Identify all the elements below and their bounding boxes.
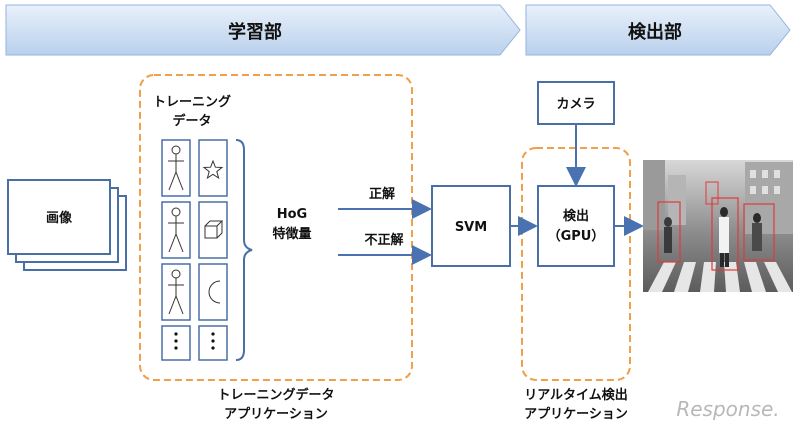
banner-learning-label: 学習部 (228, 21, 282, 43)
image-stack: 画像 (7, 179, 127, 271)
training-data-grid (161, 139, 228, 361)
continuation-cell (161, 325, 191, 361)
banner-learning: 学習部 (5, 4, 521, 56)
cube-icon (198, 201, 228, 259)
camera-box (537, 81, 615, 125)
detect-label-line2: （GPU） (548, 228, 605, 244)
detection-result-photo (643, 160, 793, 292)
camera-label: カメラ (556, 97, 595, 112)
negative-label: 不正解 (364, 232, 403, 248)
hog-label-line2: 特徴量 (272, 226, 311, 242)
image-label: 画像 (46, 210, 73, 226)
star-icon (198, 139, 228, 197)
response-watermark: Response. (676, 397, 779, 421)
person-icon (161, 139, 191, 197)
hog-label-line1: HoG (277, 207, 307, 222)
training-app-label-line2: アプリケーション (224, 407, 328, 422)
realtime-app-label-line1: リアルタイム検出 (524, 387, 628, 403)
detect-label-line1: 検出 (563, 208, 589, 224)
detect-box (537, 185, 615, 267)
training-app-label-line1: トレーニングデータ (217, 387, 334, 403)
training-app-group (139, 74, 413, 381)
realtime-app-label-line2: アプリケーション (524, 407, 628, 422)
banner-detection: 検出部 (525, 4, 791, 56)
continuation-cell (198, 325, 228, 361)
svm-label: SVM (455, 220, 487, 235)
banner-detection-label: 検出部 (628, 21, 682, 43)
svm-box (431, 185, 511, 267)
training-data-label-line2: データ (172, 113, 211, 129)
grouping-brace (235, 139, 253, 361)
person-icon (161, 201, 191, 259)
crescent-icon (198, 263, 228, 321)
training-data-label-line1: トレーニング (153, 94, 231, 110)
positive-label: 正解 (369, 186, 395, 202)
person-icon (161, 263, 191, 321)
